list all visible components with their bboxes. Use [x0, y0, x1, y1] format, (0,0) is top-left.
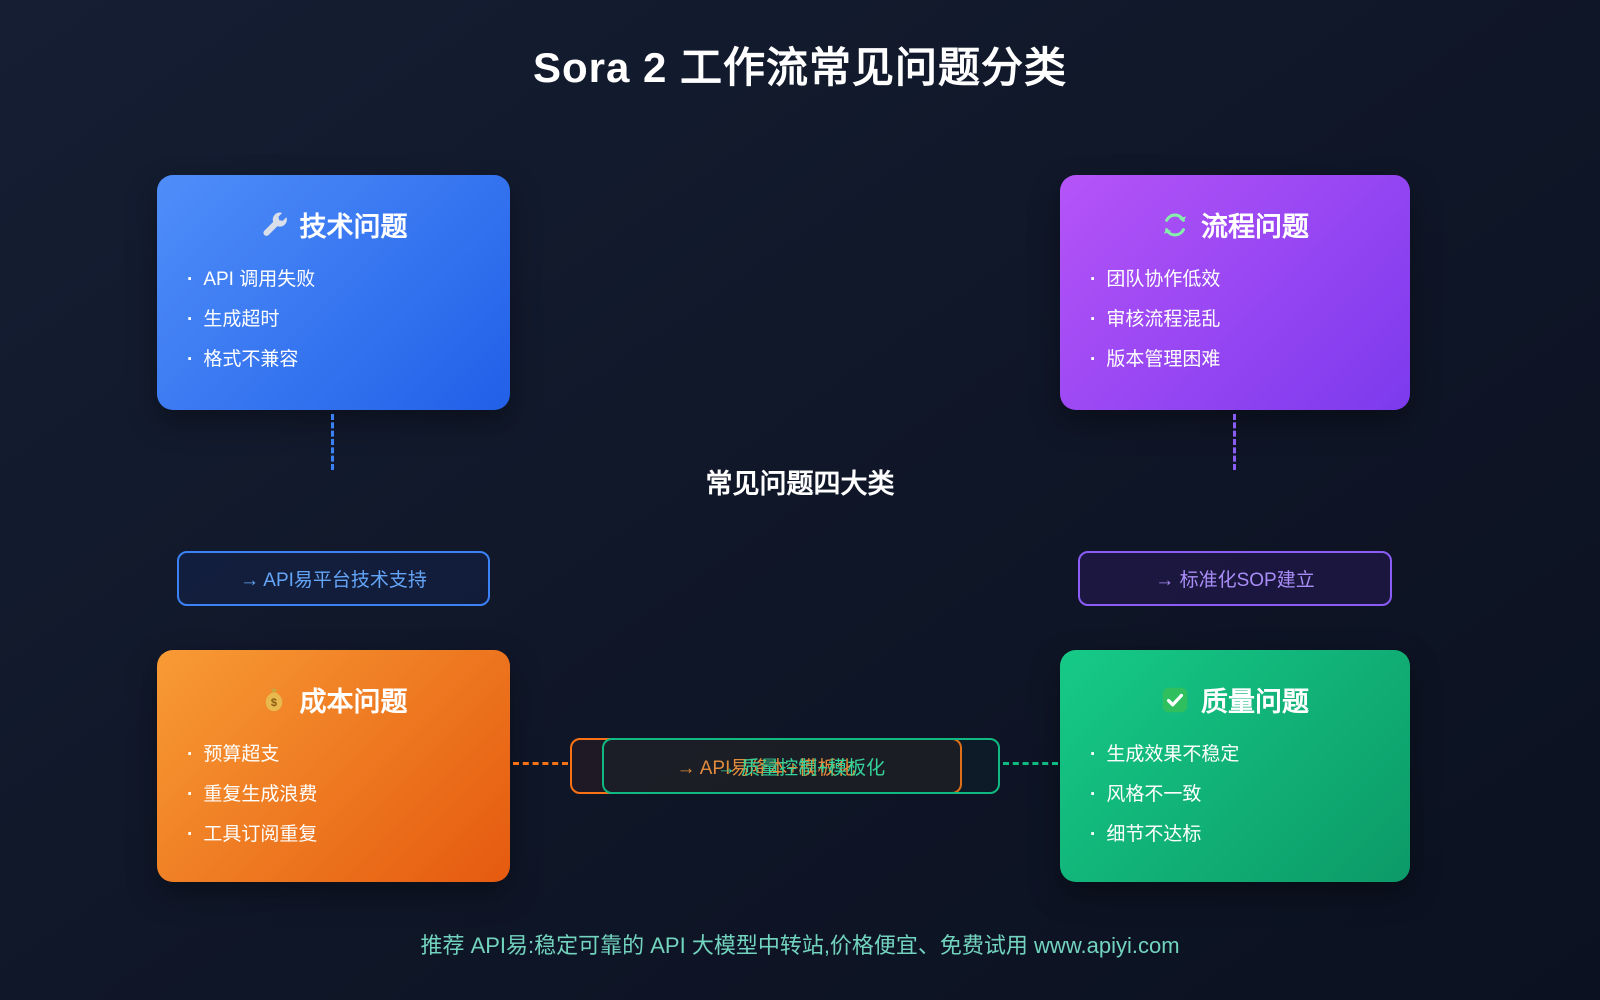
card-cost-items: 预算超支 重复生成浪费 工具订阅重复 — [183, 739, 484, 846]
card-cost-title: 成本问题 — [299, 687, 408, 717]
card-quality-title-row: 质量问题 — [1086, 680, 1384, 719]
list-item: 重复生成浪费 — [187, 779, 484, 806]
page-title: Sora 2 工作流常见问题分类 — [532, 44, 1068, 91]
solution-pill-process[interactable]: → 标准化SOP建立 — [1078, 551, 1392, 606]
card-quality-title: 质量问题 — [1201, 687, 1309, 717]
footer-recommendation: 推荐 API易:稳定可靠的 API 大模型中转站,价格便宜、免费试用 www.a… — [420, 933, 1180, 958]
card-tech-issues: 技术问题 API 调用失败 生成超时 格式不兼容 — [157, 175, 510, 410]
list-item: 版本管理困难 — [1090, 344, 1384, 371]
card-process-items: 团队协作低效 审核流程混乱 版本管理困难 — [1086, 264, 1384, 371]
card-process-title: 流程问题 — [1201, 212, 1309, 242]
list-item: 团队协作低效 — [1090, 264, 1384, 291]
connector-quality — [1003, 762, 1058, 765]
list-item: API 调用失败 — [187, 264, 484, 291]
refresh-icon — [1161, 211, 1189, 239]
center-label: 常见问题四大类 — [705, 469, 895, 499]
card-process-issues: 流程问题 团队协作低效 审核流程混乱 版本管理困难 — [1060, 175, 1410, 410]
card-cost-issues: $ 成本问题 预算超支 重复生成浪费 工具订阅重复 — [157, 650, 510, 882]
card-quality-items: 生成效果不稳定 风格不一致 细节不达标 — [1086, 739, 1384, 846]
check-icon — [1161, 686, 1189, 714]
list-item: 审核流程混乱 — [1090, 304, 1384, 331]
list-item: 生成效果不稳定 — [1090, 739, 1384, 766]
connector-cost — [513, 762, 568, 765]
list-item: 预算超支 — [187, 739, 484, 766]
card-process-title-row: 流程问题 — [1086, 205, 1384, 244]
list-item: 细节不达标 — [1090, 819, 1384, 846]
list-item: 生成超时 — [187, 304, 484, 331]
solution-pill-tech[interactable]: → API易平台技术支持 — [177, 551, 490, 606]
solution-pill-quality[interactable]: → 质量控制+模板化 — [602, 738, 1000, 794]
list-item: 格式不兼容 — [187, 344, 484, 371]
svg-text:$: $ — [270, 697, 276, 709]
wrench-icon — [260, 211, 288, 239]
card-quality-issues: 质量问题 生成效果不稳定 风格不一致 细节不达标 — [1060, 650, 1410, 882]
card-tech-title: 技术问题 — [299, 212, 408, 242]
money-bag-icon: $ — [260, 686, 288, 714]
list-item: 工具订阅重复 — [187, 819, 484, 846]
connector-process — [1233, 414, 1236, 470]
card-cost-title-row: $ 成本问题 — [183, 680, 484, 719]
card-tech-title-row: 技术问题 — [183, 205, 484, 244]
list-item: 风格不一致 — [1090, 779, 1384, 806]
connector-tech — [331, 414, 334, 470]
card-tech-items: API 调用失败 生成超时 格式不兼容 — [183, 264, 484, 371]
